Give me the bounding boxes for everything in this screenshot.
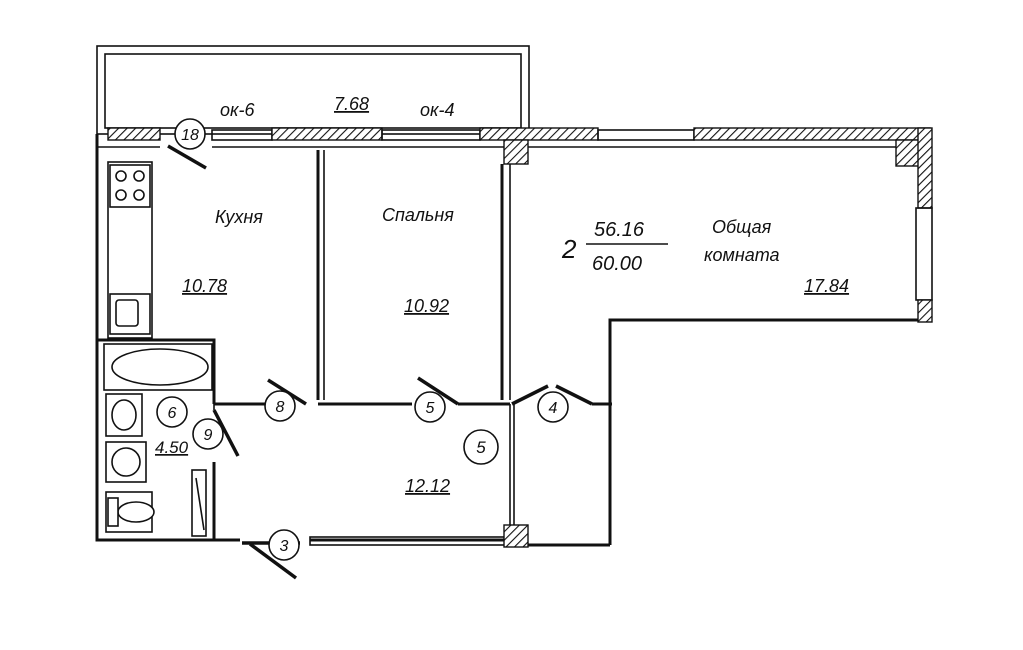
- balcony: [96, 45, 530, 135]
- marker-bedroom-door: 5: [414, 391, 446, 423]
- balcony-door: [167, 144, 207, 170]
- rooms-count: 2: [561, 234, 577, 264]
- marker-living-door: 4: [537, 391, 569, 423]
- total-area: 60.00: [592, 253, 642, 275]
- bedroom-door: [417, 376, 459, 406]
- bedroom-name: Спальня: [382, 205, 454, 225]
- marker-bathroom-tag-label: 6: [168, 405, 177, 422]
- marker-bedroom-door-label: 5: [426, 400, 435, 417]
- entrance-door: [248, 542, 298, 580]
- bathroom-fixtures: [103, 343, 213, 537]
- right-wall: [915, 127, 933, 323]
- kitchen-area: 10.78: [182, 276, 227, 296]
- column: [503, 139, 529, 165]
- bedroom-area: 10.92: [404, 296, 449, 316]
- window-ok4: [381, 129, 481, 141]
- living-door: [511, 384, 549, 406]
- bottom-wall: [309, 524, 529, 548]
- marker-bathroom-door-label: 9: [204, 427, 213, 444]
- apartment-summary: 2 56.16 60.00: [561, 219, 668, 275]
- stove-icon: [109, 164, 151, 208]
- living-area: 17.84: [804, 276, 849, 296]
- window-label-ok6: ок-6: [220, 100, 256, 120]
- marker-hall-tag-label: 5: [476, 438, 486, 457]
- window-label-ok4: ок-4: [420, 100, 455, 120]
- marker-living-door-label: 4: [549, 400, 558, 417]
- interior-walls: [97, 150, 612, 540]
- window-ok6: [211, 129, 273, 141]
- living-name-line2: комната: [704, 245, 780, 265]
- kitchen-name: Кухня: [215, 207, 263, 227]
- marker-hall-tag: 5: [463, 429, 499, 465]
- living-name-line1: Общая: [712, 217, 772, 237]
- marker-entrance-door: 3: [268, 529, 300, 561]
- window-living: [597, 129, 695, 141]
- marker-bathroom-door: 9: [192, 418, 224, 450]
- marker-kitchen-door: 8: [264, 390, 296, 422]
- window-right: [915, 207, 933, 301]
- marker-balcony-door: 18: [174, 118, 206, 150]
- bathroom-door: [212, 409, 240, 457]
- marker-balcony-door-label: 18: [181, 127, 199, 144]
- marker-kitchen-door-label: 8: [276, 399, 285, 416]
- marker-bathroom-tag: 6: [156, 396, 188, 428]
- living-door-right: [555, 384, 593, 406]
- hall-area: 12.12: [405, 476, 450, 496]
- kitchen-fixtures: [107, 161, 153, 339]
- marker-entrance-door-label: 3: [280, 538, 289, 555]
- balcony-area: 7.68: [334, 94, 369, 114]
- bathroom-area: 4.50: [155, 438, 189, 457]
- outer-walls: [95, 130, 932, 547]
- living-area-total: 56.16: [594, 219, 645, 241]
